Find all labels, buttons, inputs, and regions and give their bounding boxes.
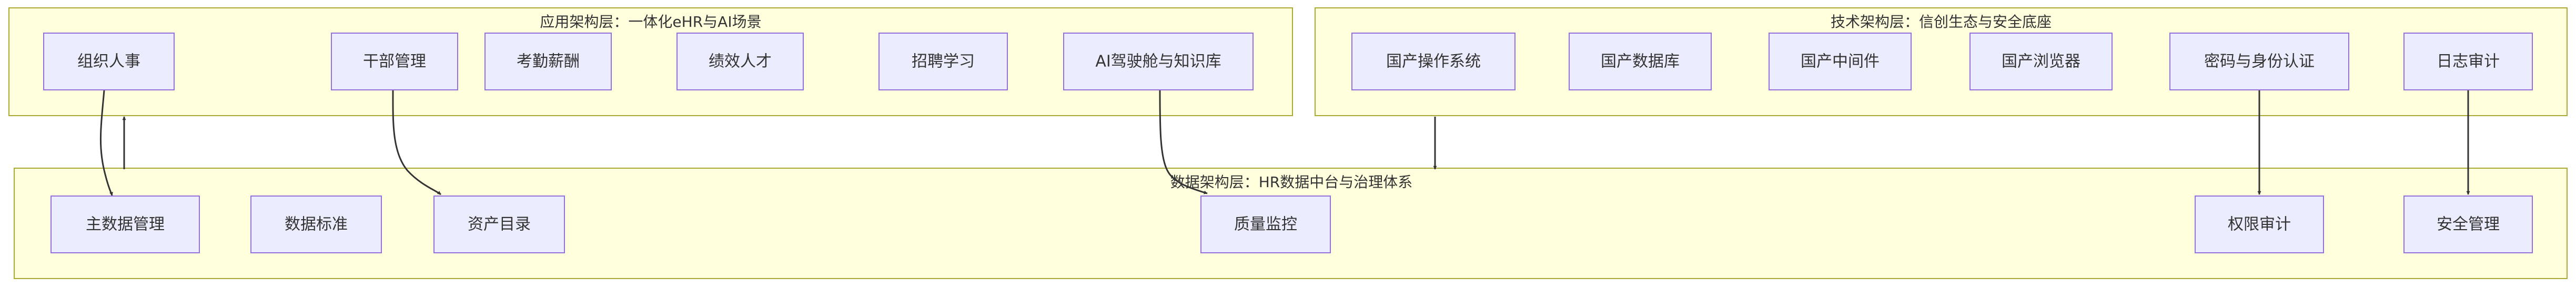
cluster-technology-title: 技术架构层：信创生态与安全底座 <box>1831 13 2052 30</box>
node-attendance-pay[interactable]: 考勤薪酬 <box>484 33 612 90</box>
edges <box>99 90 2470 196</box>
node-performance-talent-label: 绩效人才 <box>709 53 772 71</box>
node-recruit-learn[interactable]: 招聘学习 <box>878 33 1008 90</box>
node-org-hr-label: 组织人事 <box>77 53 140 71</box>
node-asset-catalog[interactable]: 资产目录 <box>433 196 565 253</box>
edge-org-hr-to-master-data <box>99 90 113 196</box>
node-crypto-identity-label: 密码与身份认证 <box>2204 53 2315 71</box>
cluster-application-title: 应用架构层：一体化eHR与AI场景 <box>540 13 761 30</box>
node-permission-audit-label: 权限审计 <box>2228 215 2291 234</box>
node-domestic-middleware-label: 国产中间件 <box>1801 53 1880 71</box>
node-ai-cockpit-label: AI驾驶舱与知识库 <box>1095 53 1221 71</box>
node-permission-audit[interactable]: 权限审计 <box>2195 196 2324 253</box>
node-quality-monitor-label: 质量监控 <box>1234 215 1297 234</box>
node-domestic-os[interactable]: 国产操作系统 <box>1351 33 1516 90</box>
edge-cadre-mgmt-to-asset-catalog <box>392 90 441 196</box>
node-domestic-browser-label: 国产浏览器 <box>2002 53 2080 71</box>
node-quality-monitor[interactable]: 质量监控 <box>1200 196 1331 253</box>
edge-ai-cockpit-to-quality-monitor <box>1159 90 1208 194</box>
node-security-mgmt[interactable]: 安全管理 <box>2403 196 2533 253</box>
node-ai-cockpit[interactable]: AI驾驶舱与知识库 <box>1063 33 1254 90</box>
node-org-hr[interactable]: 组织人事 <box>43 33 175 90</box>
node-cadre-mgmt[interactable]: 干部管理 <box>331 33 458 90</box>
node-performance-talent[interactable]: 绩效人才 <box>676 33 804 90</box>
node-domestic-os-label: 国产操作系统 <box>1386 53 1481 71</box>
node-asset-catalog-label: 资产目录 <box>468 215 531 234</box>
node-master-data[interactable]: 主数据管理 <box>50 196 200 253</box>
node-attendance-pay-label: 考勤薪酬 <box>517 53 580 71</box>
node-cadre-mgmt-label: 干部管理 <box>363 53 426 71</box>
cluster-data-title: 数据架构层：HR数据中台与治理体系 <box>1170 173 1413 191</box>
node-recruit-learn-label: 招聘学习 <box>912 53 975 71</box>
node-crypto-identity[interactable]: 密码与身份认证 <box>2169 33 2349 90</box>
node-domestic-browser[interactable]: 国产浏览器 <box>1969 33 2113 90</box>
node-master-data-label: 主数据管理 <box>86 215 165 234</box>
node-data-standard[interactable]: 数据标准 <box>250 196 382 253</box>
node-domestic-db[interactable]: 国产数据库 <box>1569 33 1712 90</box>
node-log-audit[interactable]: 日志审计 <box>2403 33 2533 90</box>
node-domestic-middleware[interactable]: 国产中间件 <box>1769 33 1912 90</box>
node-domestic-db-label: 国产数据库 <box>1601 53 1680 71</box>
node-security-mgmt-label: 安全管理 <box>2437 215 2500 234</box>
node-log-audit-label: 日志审计 <box>2437 53 2500 71</box>
node-data-standard-label: 数据标准 <box>285 215 348 234</box>
cluster-technology: 技术架构层：信创生态与安全底座 <box>1315 7 2568 116</box>
